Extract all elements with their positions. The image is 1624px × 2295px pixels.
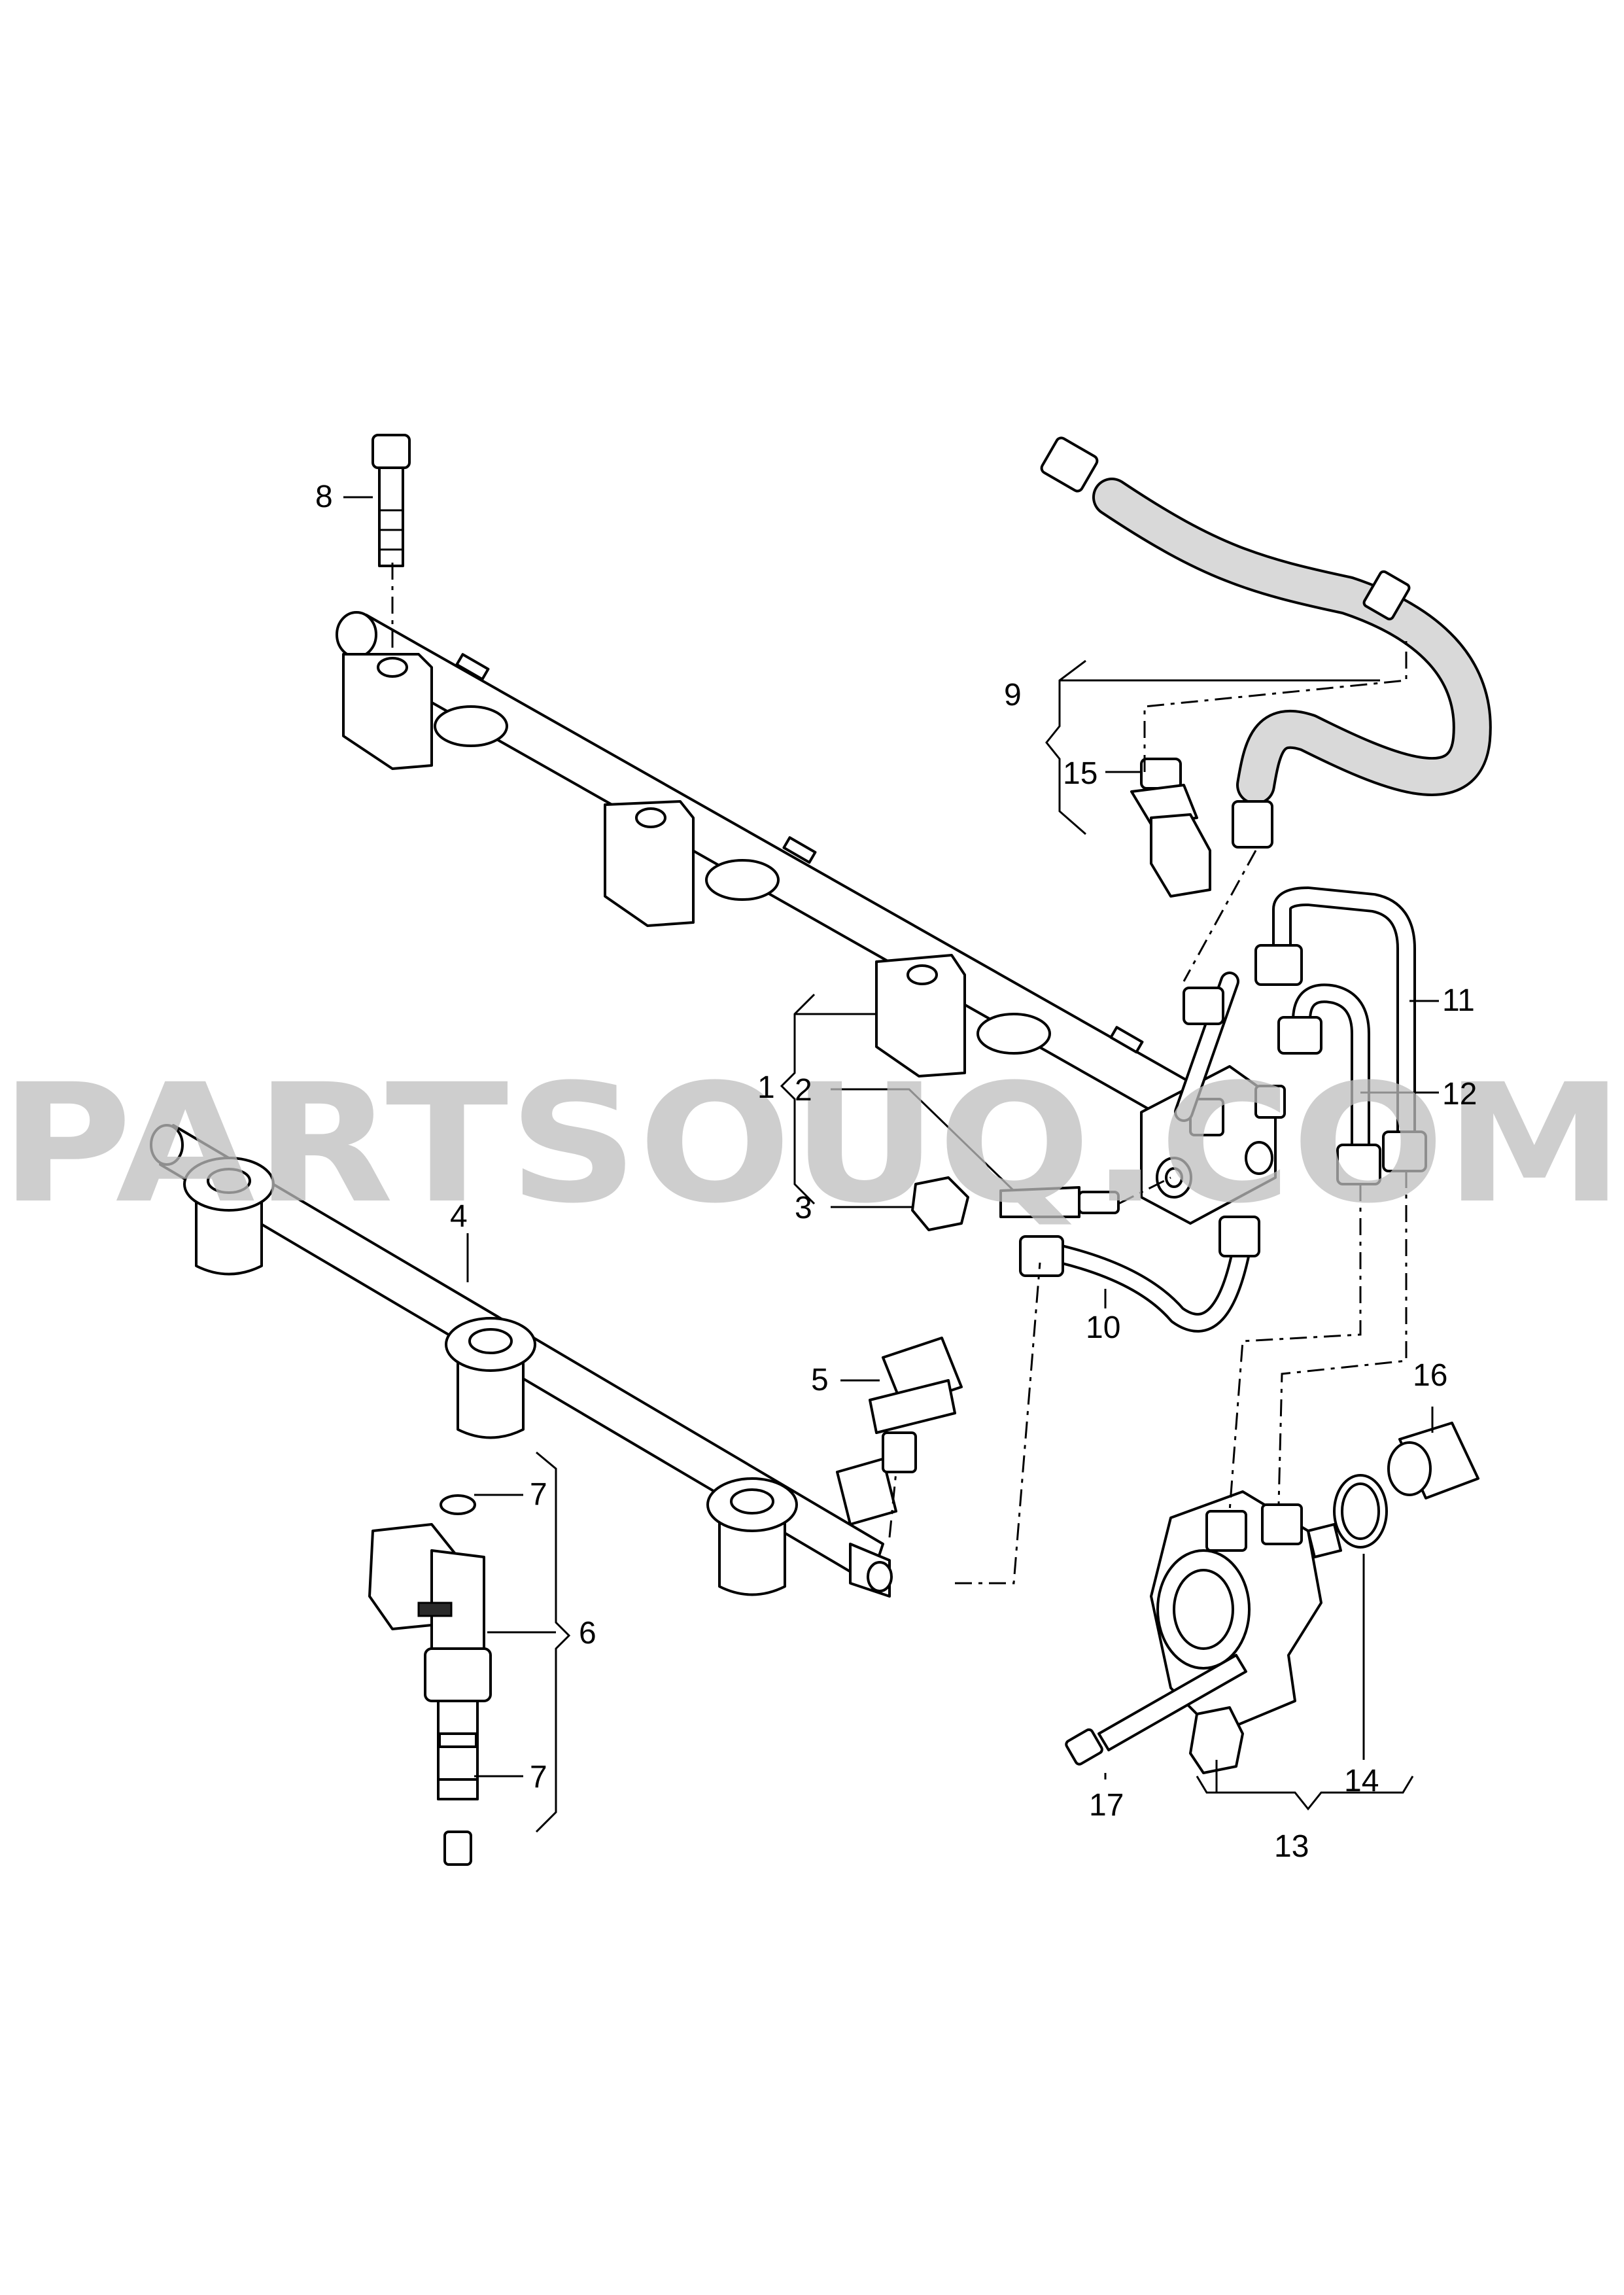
callout-5: 5 [811,1363,829,1397]
low-pressure-sensor [1130,758,1211,898]
callout-3: 3 [795,1191,812,1225]
fuel-pipes [1019,886,1427,1333]
high-pressure-pump [1150,1490,1342,1774]
lower-fuel-rail [150,1124,897,1598]
callout-16: 16 [1413,1358,1447,1393]
callout-9: 9 [1004,678,1022,712]
callouts: 8 9 15 11 1 2 12 3 4 10 5 16 7 6 7 14 17… [315,480,1477,1864]
callout-6: 6 [579,1616,596,1651]
callout-13: 13 [1274,1829,1309,1864]
watermark-text: PARTSOUQ.COM [0,1049,1624,1239]
callout-11: 11 [1442,983,1475,1018]
callout-15: 15 [1063,756,1097,791]
callout-12: 12 [1442,1077,1477,1112]
callout-7-lower: 7 [530,1760,547,1795]
assembly-lines [391,563,1408,1585]
leader-lines [343,496,1439,1833]
fuel-injector [368,1494,492,1866]
o-ring [1333,1474,1388,1549]
high-pressure-hose [1040,436,1492,849]
callout-4: 4 [450,1199,468,1234]
callout-7-upper: 7 [530,1477,547,1512]
pump-bolt [1065,1654,1247,1766]
callout-10: 10 [1086,1310,1120,1345]
distributor-block [1140,1065,1286,1225]
callout-1: 1 [757,1070,775,1105]
mounting-bolt [371,434,411,567]
callout-2: 2 [795,1073,812,1108]
bolt-and-seal [911,1176,1120,1231]
pump-valve-cap [1387,1422,1479,1499]
callout-8: 8 [315,480,333,514]
callout-14: 14 [1344,1764,1379,1798]
callout-17: 17 [1089,1788,1124,1823]
upper-fuel-rail [336,611,1198,1127]
pressure-sensor [869,1337,963,1473]
